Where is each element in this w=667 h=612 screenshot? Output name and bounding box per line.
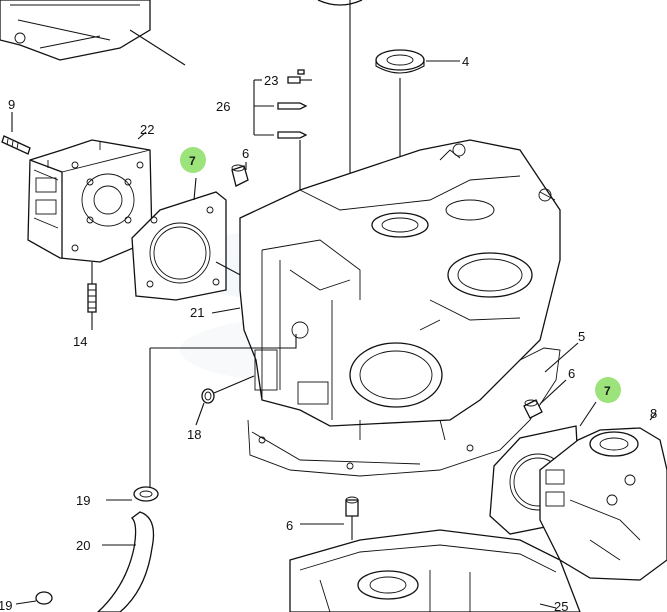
stud-9 [1,112,31,155]
dowel-pin-6-upper [231,162,249,187]
stud-14 [87,262,97,330]
part-label-19: 19 [76,493,90,508]
part-label-6-right: 6 [568,366,575,381]
lower-crankcase [289,529,581,612]
part-label-20: 20 [76,538,90,553]
part-label-7-right: 7 [604,384,611,398]
part-label-18: 18 [187,427,201,442]
dowel-pin-6-right [523,379,567,419]
leader-19-top [150,334,297,349]
part-label-8: 8 [650,406,657,421]
part-label-23: 23 [264,73,278,88]
crankcase-gasket-5 [247,342,579,477]
part-label-22: 22 [140,122,154,137]
hose-20 [97,511,155,612]
cylinder-head-8 [539,412,667,581]
part-label-7-left: 7 [189,154,196,168]
part-label-9: 9 [8,97,15,112]
clamp-19-bottom [15,591,53,605]
top-circle-part [317,0,363,6]
part-label-19-bottom: 19 [0,598,12,612]
part-label-26: 26 [216,99,230,114]
part-label-21: 21 [190,305,204,320]
plug-18 [195,375,255,426]
part-label-14: 14 [73,334,87,349]
part-label-5: 5 [578,329,585,344]
dowel-pin-6-bottom [300,496,359,540]
cylinder-head-22 [27,131,153,263]
part-label-6-upper: 6 [242,146,249,161]
cover-top-left [0,0,186,66]
crankcase-block [239,139,561,441]
leader-21 [211,307,241,314]
part-label-6-bottom: 6 [286,518,293,533]
callout-7-left: 7 [180,147,206,173]
part-label-4: 4 [462,54,469,69]
part-label-25: 25 [554,599,568,612]
clamp-19 [106,486,159,502]
callout-7-right: 7 [595,377,621,403]
